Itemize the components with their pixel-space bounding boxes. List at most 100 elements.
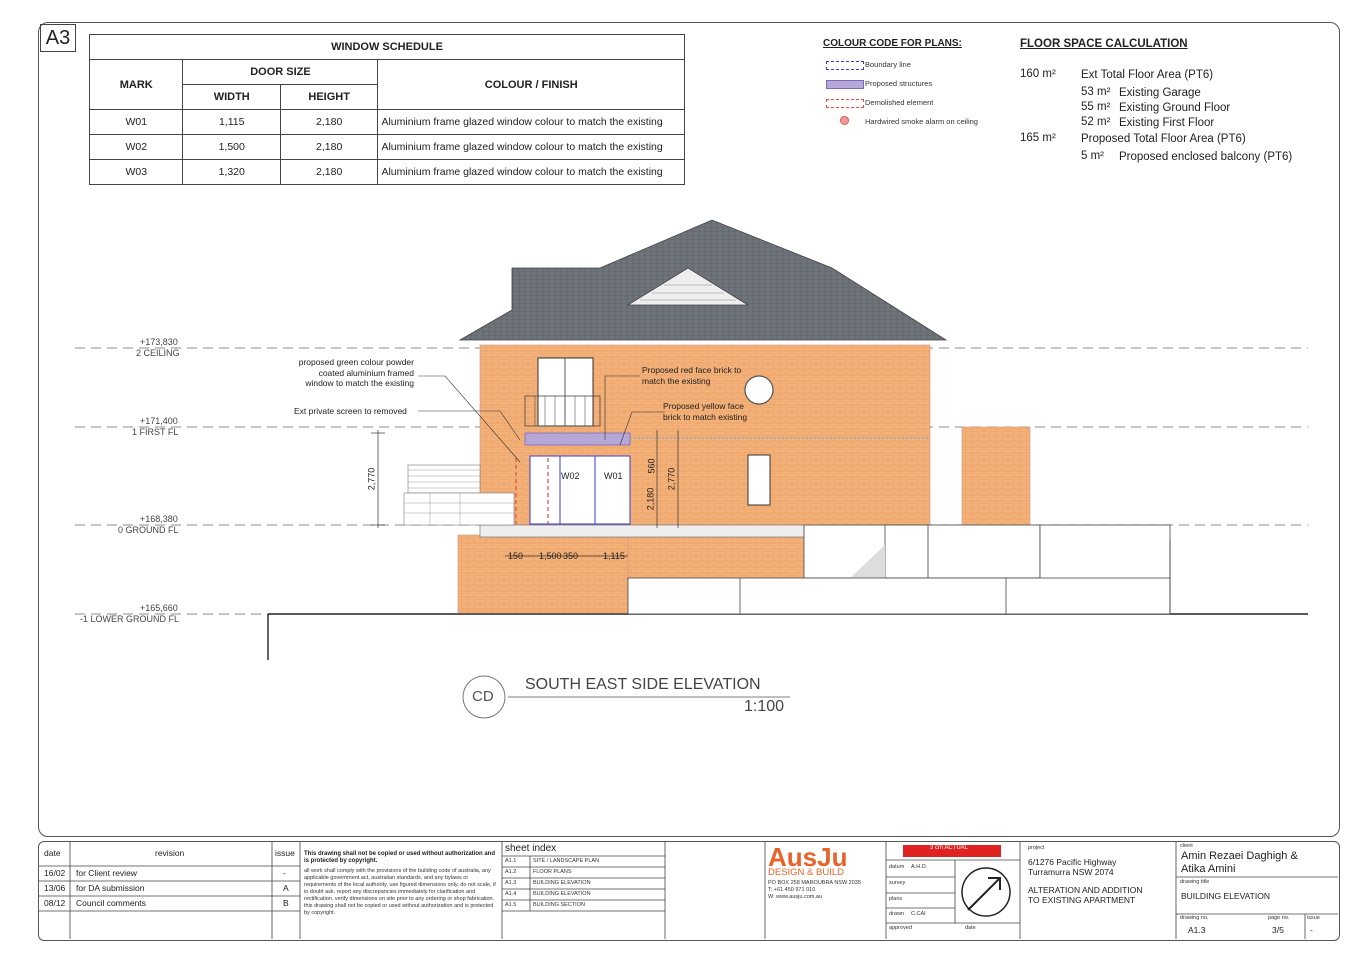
datum-value: A.H.D. <box>911 864 928 870</box>
sheet-name: SITE / LANDSCAPE PLAN <box>533 858 600 864</box>
note-green-window: proposed green colour powder coated alum… <box>280 357 414 389</box>
dim-350: 350 <box>563 551 579 561</box>
col-height: HEIGHT <box>279 84 379 110</box>
fs-area: 165 m² <box>1020 132 1056 144</box>
note-line: match the existing <box>642 375 711 386</box>
drawing-title-label: drawing title <box>1180 879 1210 885</box>
fs-area: 52 m² <box>1081 116 1111 128</box>
drawing-title-circle <box>462 675 506 719</box>
lower-wall <box>457 534 629 614</box>
sheet-index-title: sheet index <box>505 843 557 854</box>
copyright-body: all work shall comply with the provision… <box>304 868 496 916</box>
sheet-no: A1.2 <box>505 869 517 875</box>
proposed-structures-swatch <box>826 80 864 89</box>
col-issue: issue <box>275 848 295 858</box>
copyright-heading: This drawing shall not be copied or used… <box>304 851 496 864</box>
contact-web: W: www.ausju.com.au <box>768 894 823 900</box>
note-line: proposed green colour powder <box>298 357 414 367</box>
client-label: client <box>1180 843 1193 849</box>
note-line: coated aluminium framed <box>318 367 414 378</box>
fs-label: Ext Total Floor Area (PT6) <box>1081 69 1214 81</box>
client-name-1: Amin Rezaei Daghigh & <box>1181 850 1298 862</box>
rev-text: for Client review <box>76 868 137 878</box>
note-line: Proposed red face brick to <box>642 365 742 375</box>
sheet-name: BUILDING SECTION <box>533 902 585 908</box>
drawing-no: A1.3 <box>1188 925 1206 935</box>
contact-address: PO BOX 258 MAROUBRA NSW 2035 <box>768 880 861 886</box>
colour-code-title: COLOUR CODE FOR PLANS: <box>823 38 962 49</box>
note-line: brick to match existing <box>663 411 748 422</box>
drawing-title-value: BUILDING ELEVATION <box>1181 891 1270 901</box>
issue-label: issue <box>1307 915 1320 921</box>
colour-code-item: Demolished element <box>865 98 934 107</box>
table-row: W02 1,500 2,180 Aluminium frame glazed w… <box>88 134 685 160</box>
note-red-brick: Proposed red face brick to match the exi… <box>642 365 741 386</box>
colour-code-item: Boundary line <box>865 60 911 69</box>
drawing-code: CD <box>472 688 494 705</box>
project-address-1: 6/1276 Pacific Highway <box>1028 857 1117 867</box>
level-rl: +168,380 <box>140 514 178 524</box>
window-schedule-table: WINDOW SCHEDULE MARK DOOR SIZE COLOUR / … <box>88 34 685 185</box>
dim-150: 150 <box>508 551 524 561</box>
drawing-name: SOUTH EAST SIDE ELEVATION <box>525 676 761 693</box>
note-line: Proposed yellow face <box>663 401 744 411</box>
issue-value: - <box>1310 925 1313 935</box>
window-tag-w02: W02 <box>561 471 580 481</box>
fs-area: 5 m² <box>1081 150 1104 162</box>
client-name-2: Atika Amini <box>1181 863 1236 875</box>
fs-label: Existing First Floor <box>1119 117 1215 129</box>
rev-issue: A <box>283 883 289 893</box>
fs-area: 53 m² <box>1081 86 1111 98</box>
sheet-name: FLOOR PLANS <box>533 869 572 875</box>
sheet-name: BUILDING ELEVATION <box>533 880 591 886</box>
level-name: 0 GROUND FL <box>118 525 179 535</box>
table-row: W03 1,320 2,180 Aluminium frame glazed w… <box>88 159 685 185</box>
drawing-no-label: drawing no. <box>1180 915 1209 921</box>
field-survey: survey <box>889 880 906 886</box>
sheet-no: A1.3 <box>505 880 517 886</box>
drawing-scale: 1:100 <box>744 698 785 715</box>
sheet-frame <box>38 22 1340 837</box>
rev-date: 13/06 <box>44 883 66 893</box>
side-wall <box>961 426 1031 526</box>
contact-phone: T: +61 450 971 010 <box>768 887 816 893</box>
row-height: 2,180 <box>279 159 379 185</box>
level-rl: +165,660 <box>140 603 178 613</box>
level-name: -1 LOWER GROUND FL <box>80 614 180 624</box>
company-logo: AusJu <box>768 842 848 872</box>
fs-label: Proposed enclosed balcony (PT6) <box>1119 151 1293 163</box>
company-logo-sub: DESIGN & BUILD <box>768 867 845 878</box>
field-datum: datum <box>889 864 905 870</box>
note-line: window to match the existing <box>305 378 414 388</box>
title-block <box>38 841 1340 941</box>
project-address-2: Turramurra NSW 2074 <box>1028 867 1114 877</box>
fs-label: Proposed Total Floor Area (PT6) <box>1081 133 1246 145</box>
demolished-swatch <box>826 99 864 108</box>
level-name: 2 CEILING <box>136 348 180 358</box>
level-rl: +173,830 <box>140 337 178 347</box>
rev-issue: - <box>283 868 286 878</box>
col-colour: COLOUR / FINISH <box>377 59 685 110</box>
col-date: date <box>44 848 61 858</box>
colour-code-item: Proposed structures <box>865 79 933 88</box>
floor-space-title: FLOOR SPACE CALCULATION <box>1020 38 1188 50</box>
note-screen: Ext private screen to removed <box>294 406 407 416</box>
table-row: W01 1,115 2,180 Aluminium frame glazed w… <box>88 109 685 135</box>
colour-code-item: Hardwired smoke alarm on ceiling <box>865 117 978 126</box>
row-finish: Aluminium frame glazed window colour to … <box>377 159 685 185</box>
field-drawn: drawn <box>889 911 904 917</box>
page-no-label: page no. <box>1268 915 1290 921</box>
project-label: project <box>1028 845 1045 851</box>
dim-1115: 1,115 <box>603 551 625 561</box>
row-finish: Aluminium frame glazed window colour to … <box>377 109 685 135</box>
scale-bar-label: 3 cm ACTUAL <box>930 845 969 851</box>
sheet-no: A1.5 <box>505 902 517 908</box>
col-door-size: DOOR SIZE <box>182 59 379 85</box>
row-mark: W02 <box>88 134 184 160</box>
field-approved: approved <box>889 925 912 931</box>
rev-text: for DA submission <box>76 883 145 893</box>
row-mark: W03 <box>88 159 184 185</box>
rev-text: Council comments <box>76 898 146 908</box>
col-revision: revision <box>155 848 185 858</box>
